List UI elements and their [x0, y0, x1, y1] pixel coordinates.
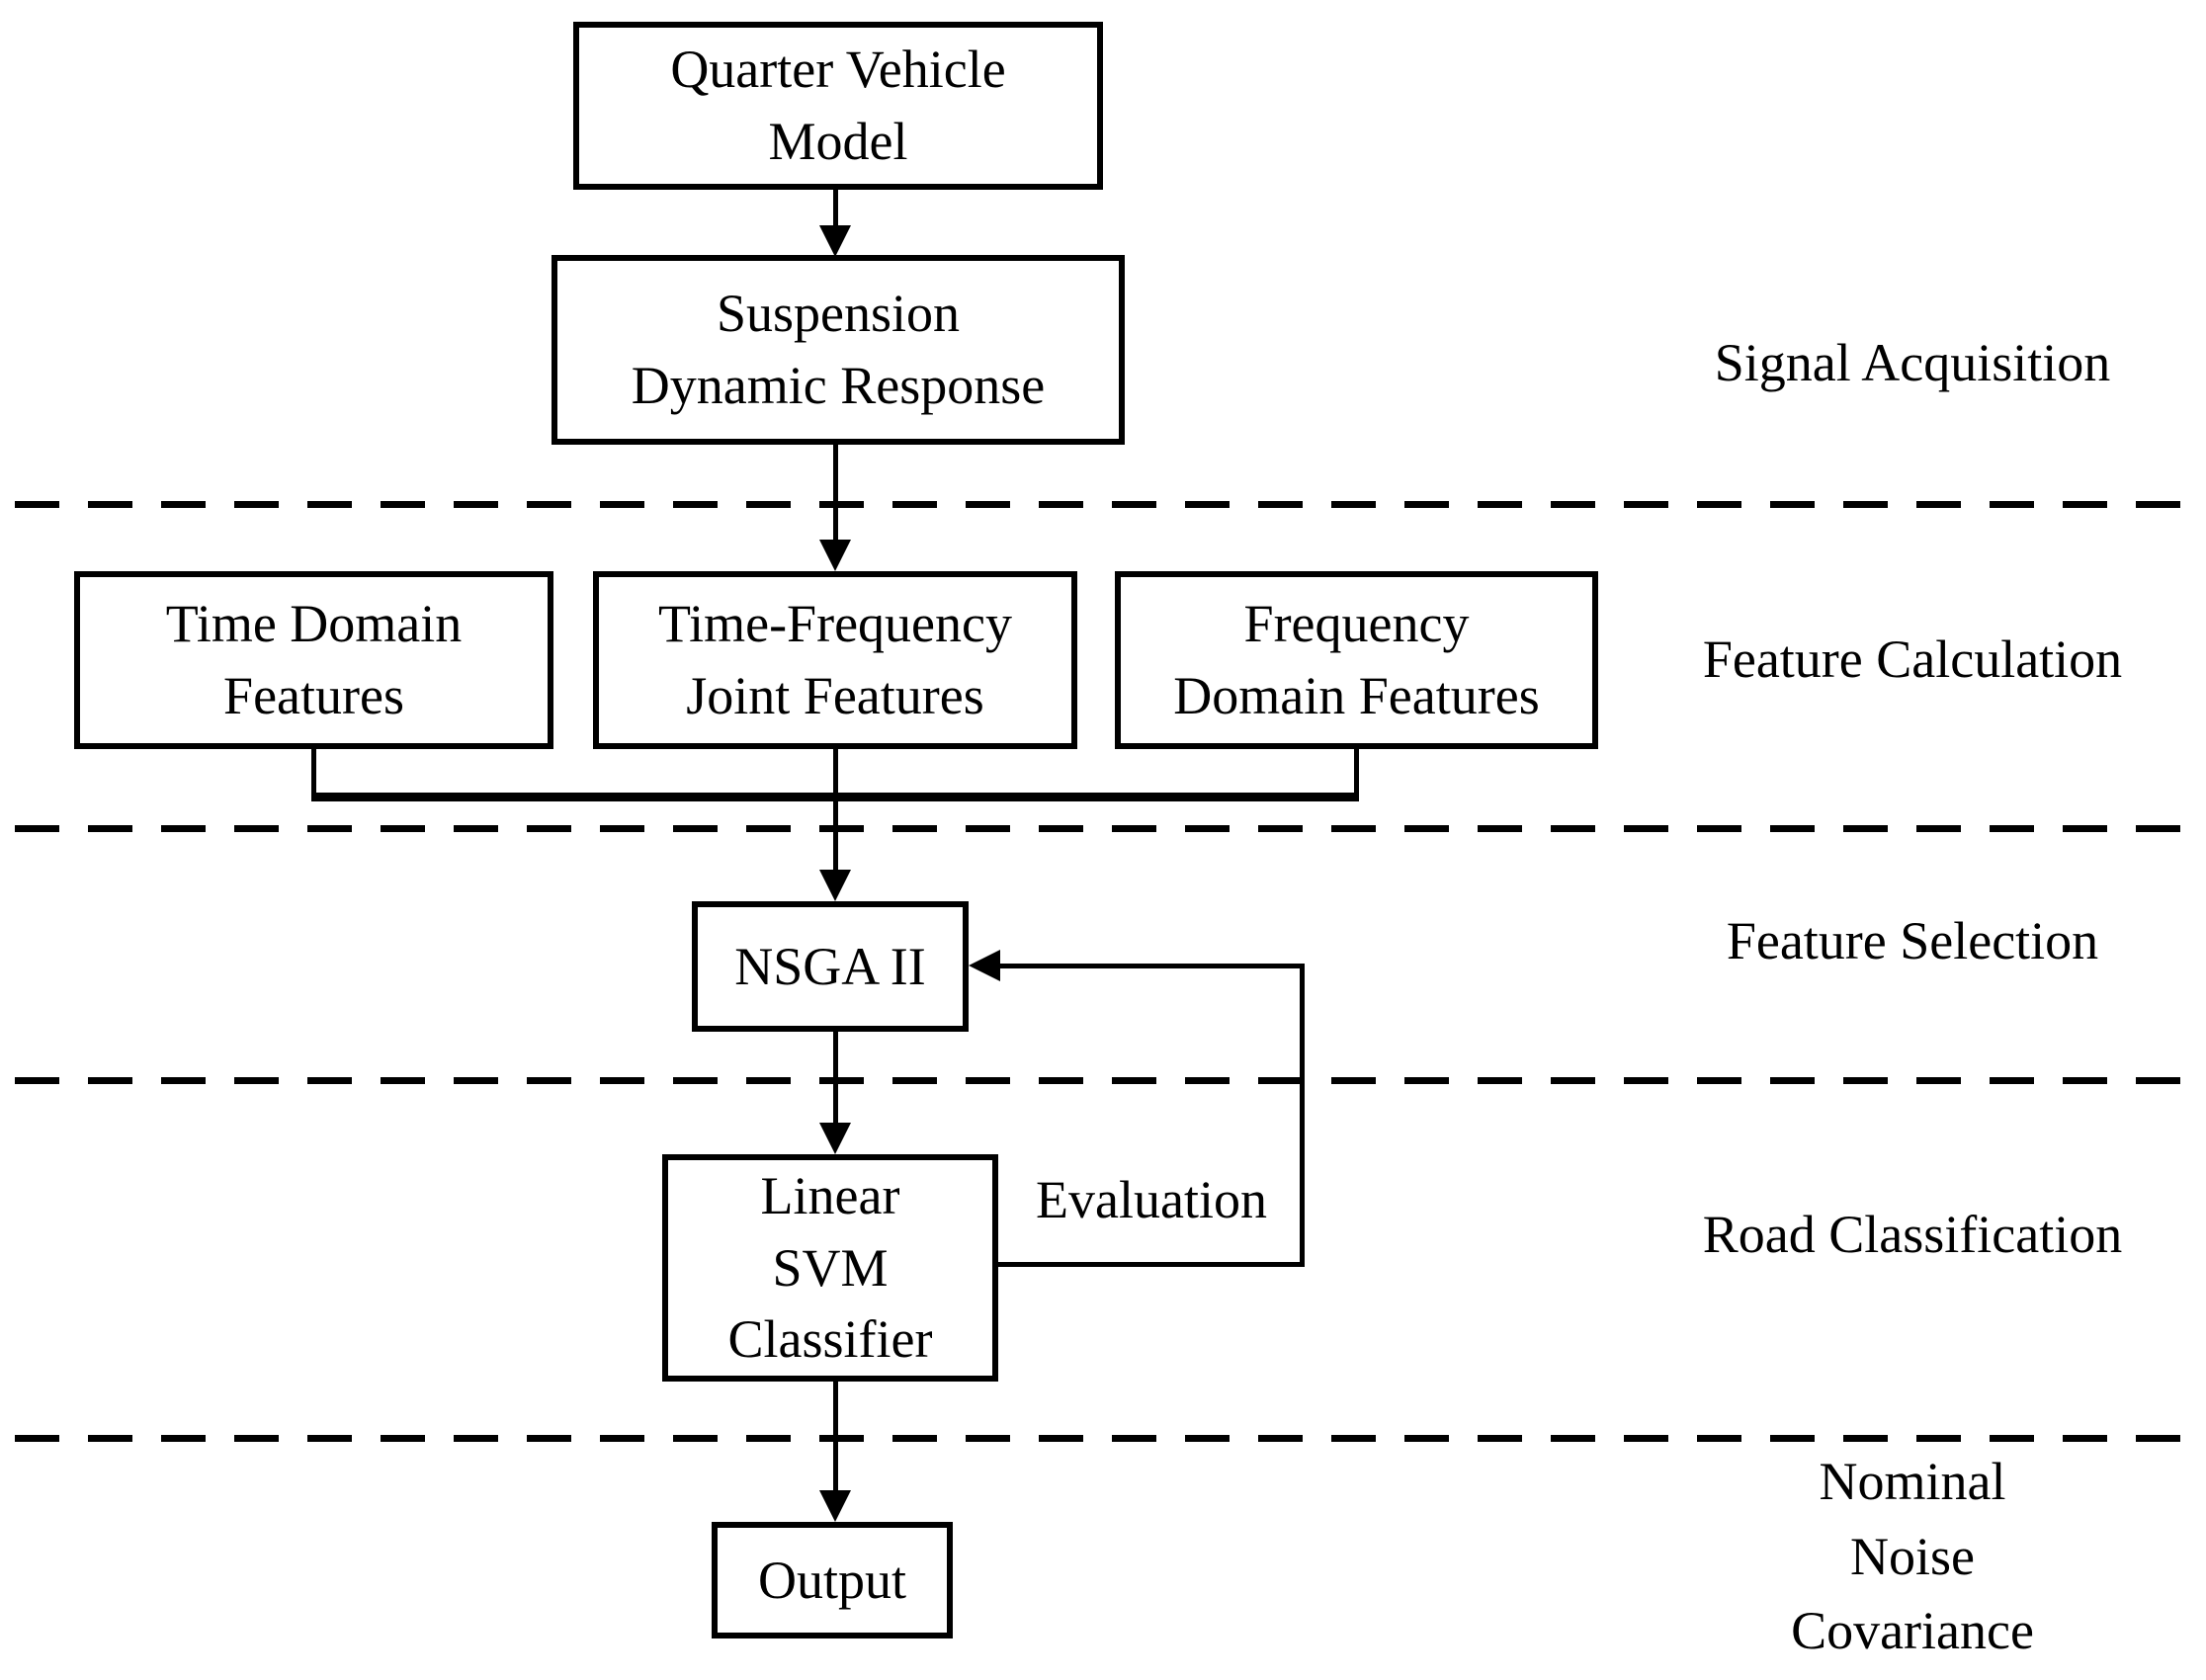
edge-label-evaluation: Evaluation [1036, 1170, 1267, 1229]
connector-features-to-nsga [833, 749, 838, 874]
arrowhead-into-time-frequency [819, 540, 851, 571]
drop-frequency-domain-features [1354, 749, 1359, 801]
box-linear-svm-classifier: Linear SVM Classifier [662, 1154, 998, 1382]
connector-quarter-to-suspension [833, 190, 838, 229]
stage-label-signal-acquisition: Signal Acquisition [1714, 333, 2111, 392]
stage-label-feature-selection: Feature Selection [1726, 911, 2099, 970]
stage-label-nominal-noise-covariance: Nominal Noise Covariance [1791, 1452, 2034, 1661]
stage-label-road-classification: Road Classification [1702, 1205, 2123, 1264]
box-time-frequency-joint-features-label: Time-Frequency Joint Features [658, 594, 1012, 725]
drop-time-domain-features [311, 749, 316, 801]
arrowhead-into-nsga-feedback [969, 950, 1000, 981]
box-nsga-ii-label: NSGA II [734, 936, 926, 996]
arrowhead-into-suspension [819, 225, 851, 257]
connector-svm-to-output [833, 1382, 838, 1492]
box-time-domain-features: Time Domain Features [74, 571, 553, 749]
box-output: Output [712, 1522, 953, 1638]
feedback-lower-segment [998, 1262, 1305, 1267]
box-frequency-domain-features: Frequency Domain Features [1115, 571, 1598, 749]
box-time-frequency-joint-features: Time-Frequency Joint Features [593, 571, 1077, 749]
connector-suspension-to-features [833, 445, 838, 544]
stage-divider-road-classification [15, 1435, 2191, 1442]
feedback-upper-segment [1000, 964, 1305, 968]
box-frequency-domain-features-label: Frequency Domain Features [1173, 594, 1540, 725]
stage-divider-feature-selection [15, 1077, 2191, 1084]
box-nsga-ii: NSGA II [692, 901, 969, 1032]
box-quarter-vehicle-model-label: Quarter Vehicle Model [670, 40, 1006, 171]
box-output-label: Output [757, 1550, 906, 1610]
box-quarter-vehicle-model: Quarter Vehicle Model [573, 22, 1103, 190]
box-suspension-dynamic-response: Suspension Dynamic Response [552, 255, 1125, 445]
stage-label-feature-calculation: Feature Calculation [1702, 630, 2123, 689]
arrowhead-into-output [819, 1490, 851, 1522]
box-linear-svm-classifier-label: Linear SVM Classifier [727, 1165, 933, 1370]
arrowhead-into-nsga [819, 870, 851, 901]
stage-divider-signal-acquisition [15, 501, 2191, 508]
connector-nsga-to-svm [833, 1032, 838, 1127]
stage-divider-feature-calculation [15, 825, 2191, 832]
box-suspension-dynamic-response-label: Suspension Dynamic Response [631, 284, 1046, 415]
box-time-domain-features-label: Time Domain Features [165, 594, 463, 725]
arrowhead-into-svm [819, 1123, 851, 1154]
feedback-vertical-segment [1300, 964, 1305, 1267]
